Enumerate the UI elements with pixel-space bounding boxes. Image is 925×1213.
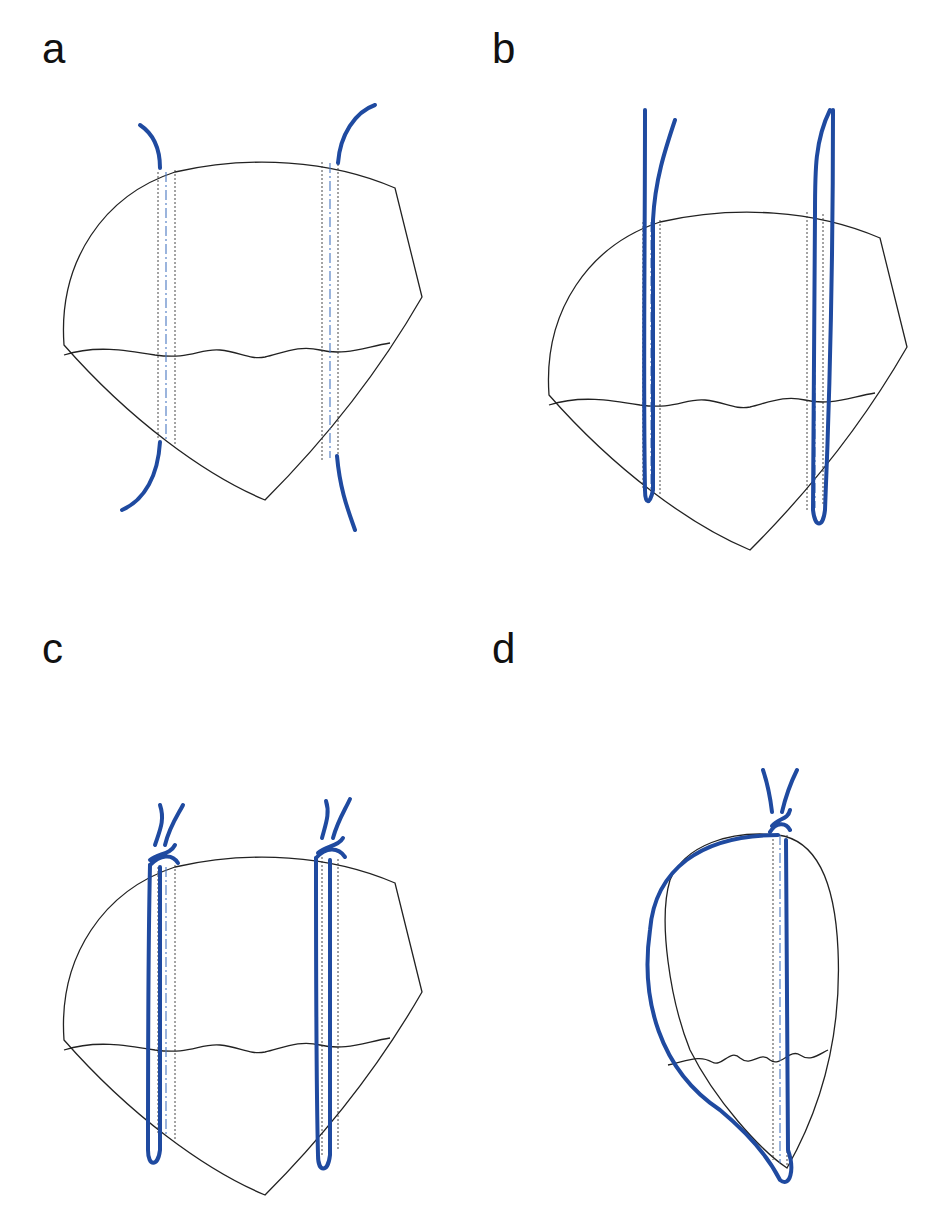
panel-label: a [42, 28, 65, 70]
panel-label: d [492, 628, 515, 670]
panel-a-drawing [63, 105, 422, 530]
panel-d-drawing [648, 770, 839, 1182]
panel-b-drawing [548, 110, 907, 550]
panel-label: c [42, 628, 63, 670]
panel-label: b [492, 28, 515, 70]
panel-c-drawing [63, 799, 422, 1195]
